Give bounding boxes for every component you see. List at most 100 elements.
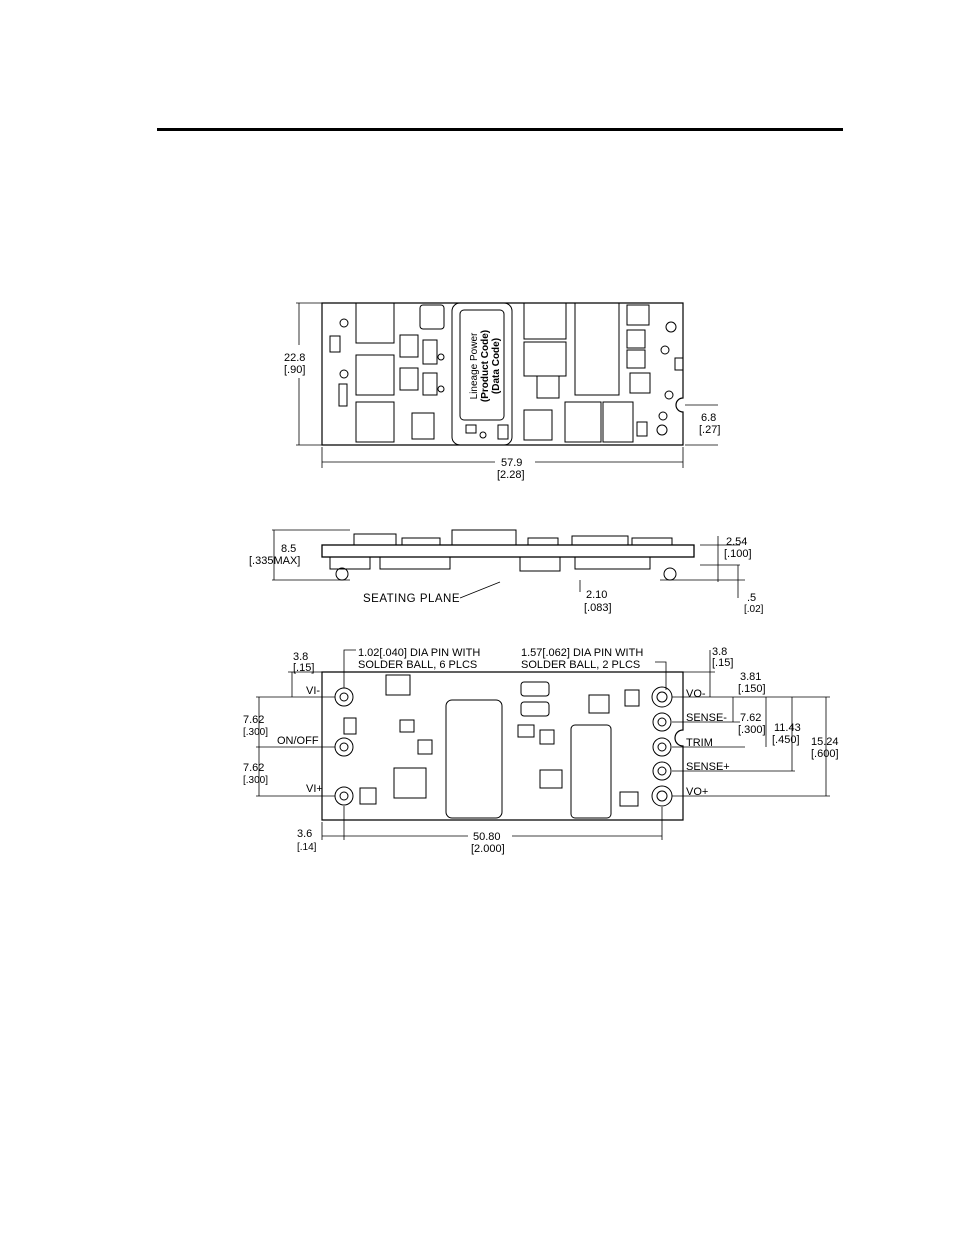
top-notch-mm: 6.8 xyxy=(701,412,716,424)
chip-3 xyxy=(399,367,419,391)
bottom-chip-1 xyxy=(343,717,357,735)
inductor-5 xyxy=(523,341,567,377)
side-gap-in: [.02] xyxy=(744,604,764,615)
bv-pitch1-in: [.300] xyxy=(243,727,268,738)
side-comp-5 xyxy=(631,537,673,546)
inductor-4 xyxy=(523,302,567,340)
inductor-6 xyxy=(564,401,602,443)
via-10 xyxy=(479,431,487,439)
chip-2 xyxy=(422,339,438,365)
pin-label-on-off: ON/OFF xyxy=(277,735,319,747)
header-rule xyxy=(157,128,843,131)
ic-top-4 xyxy=(536,375,560,399)
ic-top-3 xyxy=(629,372,651,394)
pin-vo-minus xyxy=(651,686,673,708)
side-gap-mm: .5 xyxy=(747,592,756,604)
transformer xyxy=(574,302,620,396)
side-height-in: [.335MAX] xyxy=(249,555,300,567)
pin-trim-inner xyxy=(657,742,667,752)
pin-trim xyxy=(652,737,672,757)
bv-bottom-left-mm: 3.6 xyxy=(297,828,312,840)
bv-left-top-mm: 3.8 xyxy=(293,651,308,663)
via-6 xyxy=(660,345,670,355)
top-height-mm: 22.8 xyxy=(284,352,305,364)
top-notch-in: [.27] xyxy=(699,424,720,436)
bottom-label-pad-1 xyxy=(445,699,503,819)
chip-4 xyxy=(422,372,438,396)
bottom-chip-2 xyxy=(399,719,415,733)
bv-1524-in: [.600] xyxy=(811,748,839,760)
pin-label-trim: TRIM xyxy=(686,737,713,749)
cap-5 xyxy=(465,424,477,434)
bottom-chip-6 xyxy=(619,791,639,807)
pin-sense-plus xyxy=(652,761,672,781)
bv-bottom-left-in: [.14] xyxy=(297,842,317,853)
pin-sense-minus-inner xyxy=(657,717,667,727)
pin-note-small-2: SOLDER BALL, 6 PLCS xyxy=(358,659,477,671)
side-ball-in: [.083] xyxy=(584,602,612,614)
via-2 xyxy=(339,369,349,379)
bottom-xtal-2 xyxy=(520,701,550,717)
side-comp-6 xyxy=(329,556,371,570)
pin-vi-minus-inner xyxy=(339,692,349,702)
pin-vi-plus xyxy=(334,786,354,806)
side-comp-3 xyxy=(527,537,559,546)
bottom-chip-5 xyxy=(539,729,555,745)
pin-note-small-1: 1.02[.040] DIA PIN WITH xyxy=(358,647,480,659)
pin-label-vi-plus: VI+ xyxy=(306,783,323,795)
bottom-ic-3 xyxy=(359,787,377,805)
bv-pitch2-in: [.300] xyxy=(243,775,268,786)
side-comp-label xyxy=(451,529,517,546)
pin-sense-minus xyxy=(652,712,672,732)
label-line3: (Data Code) xyxy=(491,338,502,394)
side-comp-8 xyxy=(519,556,561,572)
chip-7 xyxy=(626,349,646,369)
pin-note-large-2: SOLDER BALL, 2 PLCS xyxy=(521,659,640,671)
inductor-7 xyxy=(602,401,634,443)
solder-ball-right xyxy=(663,567,677,581)
bv-1524-mm: 15.24 xyxy=(811,736,839,748)
side-standoff-in: [.100] xyxy=(724,548,752,560)
bv-right-top-mm: 3.8 xyxy=(712,646,727,658)
side-comp-4 xyxy=(571,535,629,546)
cap-3 xyxy=(674,357,684,371)
side-view xyxy=(321,529,695,581)
inductor-1 xyxy=(355,302,395,344)
bottom-xtal-1 xyxy=(520,681,550,697)
bv-1143-in: [.450] xyxy=(772,734,800,746)
via-1 xyxy=(339,318,349,328)
via-8 xyxy=(658,411,668,421)
chip-5 xyxy=(626,304,650,326)
label-line2: (Product Code) xyxy=(480,330,491,402)
top-view-board-outline xyxy=(321,302,684,446)
inductor-2 xyxy=(355,354,395,396)
bv-1143-mm: 11.43 xyxy=(774,722,801,734)
bv-pitch1-mm: 7.62 xyxy=(243,714,264,726)
pin-vi-minus xyxy=(334,687,354,707)
pin-label-vi-minus: VI- xyxy=(306,685,320,697)
label-area xyxy=(459,309,505,421)
side-comp-7 xyxy=(379,556,451,570)
bottom-ic-1 xyxy=(385,674,411,696)
bv-381-in: [.150] xyxy=(738,683,766,695)
pin-sense-plus-inner xyxy=(657,766,667,776)
bv-pitch2-mm: 7.62 xyxy=(243,762,264,774)
label-pad-outline xyxy=(451,302,513,446)
bottom-ic-5 xyxy=(539,769,563,789)
side-comp-9 xyxy=(574,556,651,570)
bv-762-in: [.300] xyxy=(738,724,766,736)
bottom-ic-2 xyxy=(393,767,427,799)
bv-381-mm: 3.81 xyxy=(740,671,761,683)
cap-4 xyxy=(636,421,648,437)
bv-span-mm: 50.80 xyxy=(473,831,501,843)
label-line1: Lineage Power xyxy=(469,332,480,399)
via-3 xyxy=(437,353,445,361)
side-comp-2 xyxy=(401,537,441,546)
side-standoff-mm: 2.54 xyxy=(726,536,747,548)
chip-1 xyxy=(399,334,419,358)
ic-top-1 xyxy=(419,304,445,330)
pin-label-sense-minus: SENSE- xyxy=(686,712,727,724)
pin-label-vo-plus: VO+ xyxy=(686,786,708,798)
via-7 xyxy=(664,390,674,400)
top-width-in: [2.28] xyxy=(497,469,525,481)
